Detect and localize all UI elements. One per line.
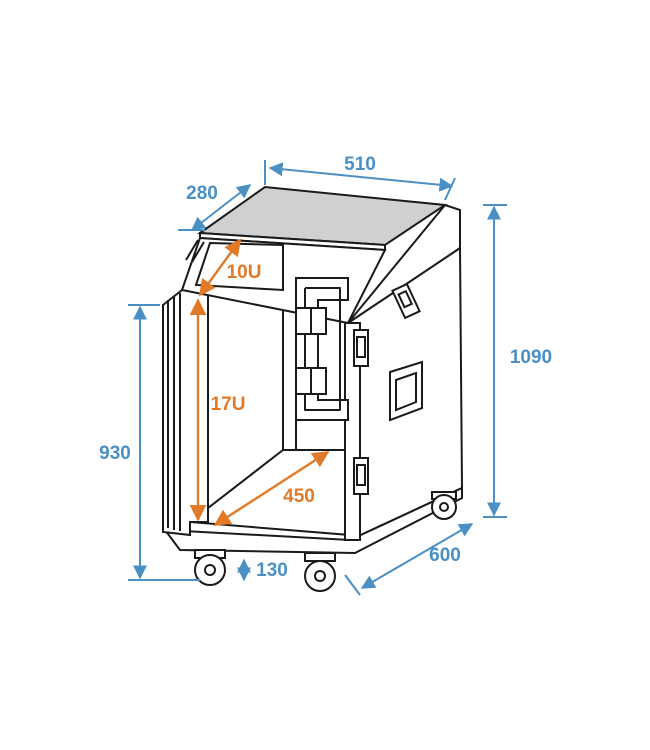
dimension-arrows (128, 160, 507, 596)
casters (194, 491, 457, 592)
case-hardware (353, 282, 423, 495)
dim-depth-bottom-label: 600 (429, 545, 461, 566)
rack-plates (295, 307, 327, 395)
dim-height-front-label: 930 (99, 443, 131, 464)
dim-depth-top-label: 280 (186, 183, 218, 204)
dim-caster-label: 130 (256, 560, 288, 581)
dim-width-label: 510 (344, 154, 376, 175)
dim-height-total-label: 1090 (510, 347, 552, 368)
dim-rack-front-label: 17U (211, 394, 246, 415)
dim-inner-depth-label: 450 (283, 486, 315, 507)
dim-rack-top-label: 10U (227, 262, 262, 283)
